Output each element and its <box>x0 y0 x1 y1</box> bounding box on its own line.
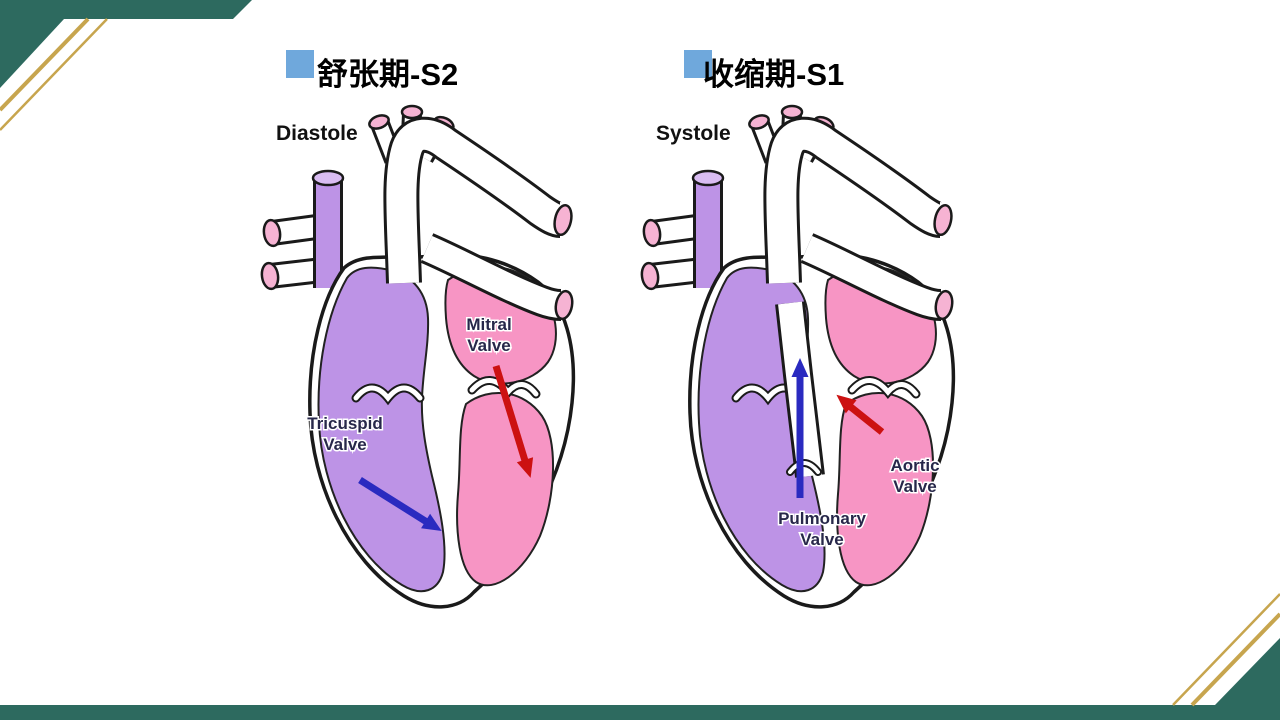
systole-title: Systole <box>656 122 731 145</box>
blue-square <box>684 50 712 78</box>
red-arrow-head <box>836 394 857 414</box>
top-left-teal-bar <box>0 0 252 19</box>
red-arrow-shaft <box>492 364 530 466</box>
mitral-flow-arrow-red <box>492 364 534 478</box>
bottom-right-gold-line-2 <box>1172 593 1280 706</box>
heart-artwork-use <box>260 106 574 607</box>
tricuspid-valve-label-line2: Valve <box>323 435 367 454</box>
aortic-valve-label-line1: Aortic <box>890 456 939 475</box>
blue-arrow-head <box>791 358 809 377</box>
systole-diagram: Systole Pulmonary Valve Aortic Valve <box>632 98 992 638</box>
blue-arrow-shaft <box>358 477 432 527</box>
header-systole-text: 收缩期-S1 <box>703 57 845 92</box>
header-diastole-text: 舒张期-S2 <box>317 57 459 92</box>
aortic-flow-arrow-red <box>836 394 885 435</box>
pulmonary-valve-label-line2: Valve <box>800 530 844 549</box>
header-diastole: 舒张期-S2 <box>286 50 458 92</box>
pulmonary-flow-arrow-blue <box>791 358 809 498</box>
header-systole: 收缩期-S1 <box>684 50 844 92</box>
red-arrow-head <box>516 457 534 478</box>
diastole-diagram: Diastole Mitral Valve Tricuspid Valve <box>252 98 612 638</box>
top-left-teal-triangle <box>0 19 64 88</box>
red-arrow-shaft <box>844 401 885 435</box>
aortic-valve-label-line2: Valve <box>893 477 937 496</box>
blue-square-bullet-icon <box>684 50 712 78</box>
bottom-right-teal-triangle <box>1215 638 1280 705</box>
bottom-teal-bar <box>0 705 1280 720</box>
tricuspid-valve-label-line1: Tricuspid <box>307 414 383 433</box>
mitral-valve-label-line1: Mitral <box>466 315 511 334</box>
blue-arrow-head <box>421 513 442 532</box>
tricuspid-flow-arrow-blue <box>358 477 442 532</box>
top-left-gold-line-2 <box>0 18 108 131</box>
bottom-right-gold-line-1 <box>1190 612 1280 707</box>
blue-square <box>286 50 314 78</box>
top-left-gold-line-1 <box>0 17 90 112</box>
pulmonary-valve-label-line1: Pulmonary <box>778 509 866 528</box>
pulmonary-cusps <box>788 461 820 474</box>
diastole-title: Diastole <box>276 122 358 145</box>
blue-square-bullet-icon <box>286 50 314 78</box>
mitral-valve-label-line2: Valve <box>467 336 511 355</box>
